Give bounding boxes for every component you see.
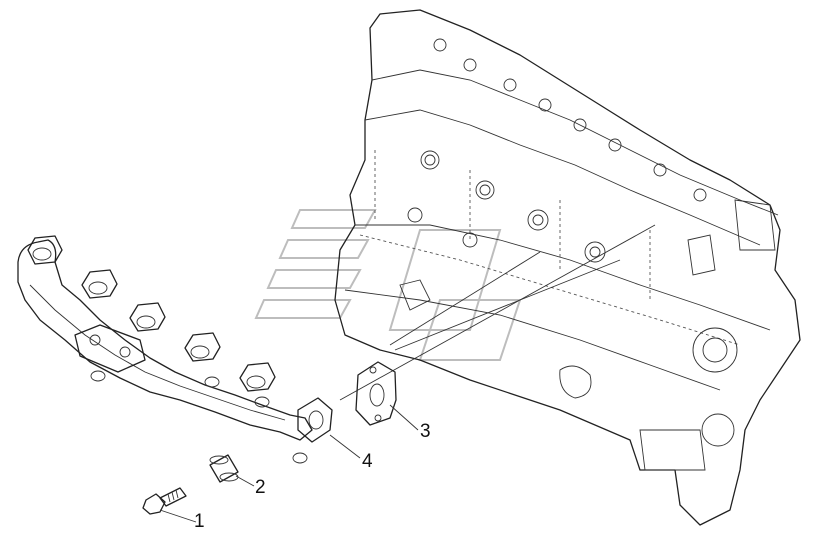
leader-4 (329, 434, 361, 459)
leader-3 (389, 404, 419, 431)
engine-block (334, 9, 801, 526)
watermark-logo (254, 209, 522, 361)
leader-lines (159, 404, 419, 523)
leader-2 (235, 475, 255, 487)
exhaust-manifold (17, 235, 333, 464)
callout-2: 2 (255, 477, 266, 498)
leader-1 (159, 509, 197, 523)
callout-1: 1 (194, 511, 205, 532)
callout-3: 3 (420, 421, 431, 442)
callout-4: 4 (362, 451, 373, 472)
assembly-center-lines (339, 224, 656, 401)
gasket (355, 361, 397, 426)
spacer-sleeve (209, 454, 239, 483)
bolt (142, 487, 187, 515)
